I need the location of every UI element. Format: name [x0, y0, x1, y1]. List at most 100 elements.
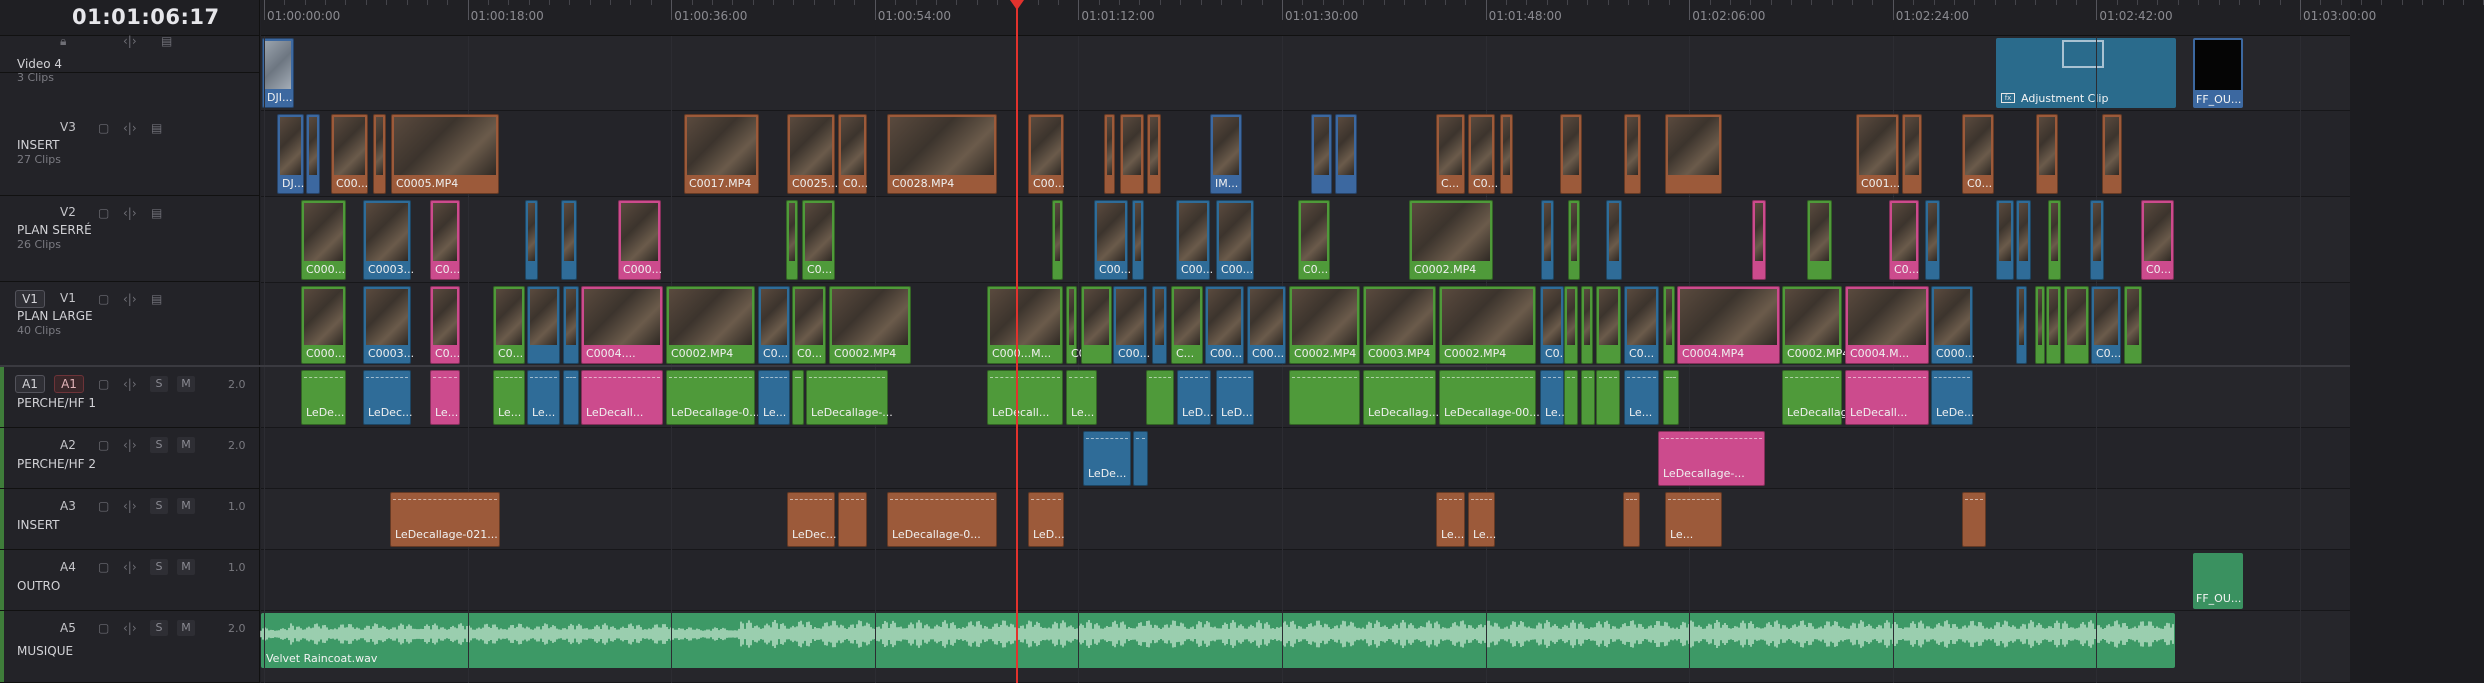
video-clip-v3[interactable]: C0025... [787, 114, 838, 194]
video-clip-v3[interactable] [2036, 114, 2058, 194]
video-clip-v2[interactable] [1807, 200, 1832, 280]
audio-clip-a3[interactable]: LeDecallage-021... [390, 492, 500, 547]
video-clip-v1[interactable]: C00... [1205, 286, 1244, 364]
video-clip-v1[interactable]: C0004.M... [1845, 286, 1929, 364]
video-clip-v3[interactable]: C00... [1028, 114, 1065, 194]
solo-button[interactable]: S [150, 620, 168, 636]
playhead[interactable] [1016, 0, 1018, 683]
auto-select-icon[interactable]: ‹|› [123, 438, 137, 452]
video-clip-v1[interactable]: C0... [792, 286, 826, 364]
video-clip-v1[interactable]: C0... [758, 286, 790, 364]
solo-button[interactable]: S [150, 498, 168, 514]
video-clip-v3[interactable] [1500, 114, 1513, 194]
auto-select-icon[interactable]: ‹|› [123, 560, 137, 574]
video-clip-v1[interactable] [1152, 286, 1167, 364]
audio-clip-a1[interactable]: LeDecallage-... [806, 370, 893, 425]
video-clip-v2[interactable] [525, 200, 538, 280]
video-clip-v1[interactable]: C0004.... [581, 286, 663, 364]
lock-icon[interactable]: ▢ [98, 438, 110, 452]
video-clip-v1[interactable] [1663, 286, 1675, 364]
video-clip-v3[interactable] [1147, 114, 1161, 194]
video-clip-v1[interactable]: C000...M... [987, 286, 1063, 364]
video-clip-v2[interactable] [1752, 200, 1766, 280]
lane-v3[interactable] [261, 111, 2350, 197]
film-icon[interactable]: ▤ [151, 292, 163, 306]
lock-icon[interactable]: ▢ [98, 621, 110, 635]
video-clip-dji[interactable]: DJI... [262, 38, 294, 108]
video-clip-v1[interactable] [1581, 286, 1593, 364]
audio-clip-a3[interactable] [838, 492, 867, 547]
film-icon[interactable]: ▤ [161, 34, 173, 48]
lane-a4[interactable] [261, 550, 2350, 611]
destination-selector[interactable]: V1 [15, 290, 45, 308]
video-clip-v1[interactable]: C... [1171, 286, 1203, 364]
audio-clip-a3[interactable] [1623, 492, 1640, 547]
audio-clip-a1[interactable]: LeD... [1177, 370, 1214, 425]
video-clip-v2[interactable]: C000... [301, 200, 346, 280]
audio-clip-a1[interactable]: LeDecallag... [1363, 370, 1439, 425]
mute-button[interactable]: M [177, 559, 195, 575]
video-clip-v3[interactable]: C00... [331, 114, 368, 194]
track-header-video4[interactable]: 🔒︎ ‹|› ▤ Video 4 3 Clips [0, 34, 260, 84]
video-clip-v3[interactable]: C001... [1856, 114, 1900, 194]
track-header-v3[interactable]: V3 ▢ ‹|› ▤ INSERT 27 Clips [0, 112, 260, 196]
video-clip-v2[interactable] [1606, 200, 1622, 280]
video-clip-v2[interactable] [2048, 200, 2061, 280]
video-clip-v2[interactable]: C0003... [363, 200, 414, 280]
video-clip-v1[interactable] [2124, 286, 2142, 364]
video-clip-v3[interactable] [1335, 114, 1357, 194]
video-clip-v1[interactable] [563, 286, 579, 364]
video-clip-v3[interactable] [1902, 114, 1922, 194]
video-clip-v2[interactable]: C0... [1298, 200, 1330, 280]
audio-clip-a1[interactable]: Le... [1066, 370, 1097, 425]
video-clip-v1[interactable] [2016, 286, 2027, 364]
audio-clip-a1[interactable]: LeDe... [1931, 370, 1974, 425]
audio-clip-a1[interactable]: LeDecallage-00... [1439, 370, 1540, 425]
audio-clip-a1[interactable]: Le... [527, 370, 560, 425]
video-clip-v1[interactable] [1081, 286, 1112, 364]
video-clip-v2[interactable]: C00... [1216, 200, 1254, 280]
video-clip-v2[interactable] [1541, 200, 1554, 280]
video-clip-v3[interactable]: DJ... [277, 114, 304, 194]
solo-button[interactable]: S [150, 437, 168, 453]
video-clip-v1[interactable]: C0003.MP4 [1363, 286, 1436, 364]
video-clip-v2[interactable] [1996, 200, 2014, 280]
track-id[interactable]: A1 [54, 375, 84, 393]
video-clip-v1[interactable] [2046, 286, 2061, 364]
audio-clip-a3[interactable]: LeDecallage-0... [887, 492, 997, 547]
track-header-a5[interactable]: A5 ▢ ‹|› S M 2.0 MUSIQUE [0, 611, 260, 683]
mute-button[interactable]: M [177, 498, 195, 514]
lane-a2[interactable] [261, 428, 2350, 489]
video-clip-v2[interactable]: C000... [618, 200, 662, 280]
video-clip-v2[interactable] [1132, 200, 1144, 280]
audio-clip-a1[interactable] [1289, 370, 1360, 425]
video-clip-v2[interactable]: C0... [802, 200, 835, 280]
video-clip-v1[interactable]: C0... [1540, 286, 1570, 364]
video-clip-v3[interactable] [373, 114, 386, 194]
audio-clip-a1[interactable]: Le... [493, 370, 525, 425]
track-header-a1[interactable]: A1 A1 ▢ ‹|› S M 2.0 PERCHE/HF 1 [0, 367, 260, 428]
video-clip-v1[interactable]: C0004.MP4 [1677, 286, 1780, 364]
video-clip-v3[interactable] [306, 114, 320, 194]
audio-clip-a1[interactable]: LeDecall... [1845, 370, 1929, 425]
video-clip-v1[interactable] [1564, 286, 1578, 364]
lock-icon[interactable]: ▢ [98, 377, 110, 391]
video-clip-v1[interactable]: C0... [2091, 286, 2121, 364]
timecode-display[interactable]: 01:01:06:17 [72, 5, 220, 29]
audio-clip-a1[interactable]: LeD... [1216, 370, 1254, 425]
video-clip-v1[interactable]: C0... [1624, 286, 1659, 364]
video-clip-v2[interactable] [2090, 200, 2104, 280]
track-header-a4[interactable]: A4 ▢ ‹|› S M 1.0 OUTRO [0, 550, 260, 611]
adjustment-clip[interactable]: fx Adjustment Clip [1996, 38, 2176, 108]
video-clip-v1[interactable]: C0002.MP4 [1782, 286, 1849, 364]
audio-clip-a1[interactable]: LeDec... [363, 370, 412, 425]
video-clip-v2[interactable] [2016, 200, 2031, 280]
mute-button[interactable]: M [177, 376, 195, 392]
track-header-a3[interactable]: A3 ▢ ‹|› S M 1.0 INSERT [0, 489, 260, 550]
audio-clip-a3[interactable]: Le... [1468, 492, 1496, 547]
audio-clip-a1[interactable]: LeDecall... [581, 370, 663, 425]
video-clip-v1[interactable]: C00... [1247, 286, 1286, 364]
video-clip-v3[interactable] [2102, 114, 2122, 194]
video-audio-divider[interactable] [0, 365, 2350, 367]
